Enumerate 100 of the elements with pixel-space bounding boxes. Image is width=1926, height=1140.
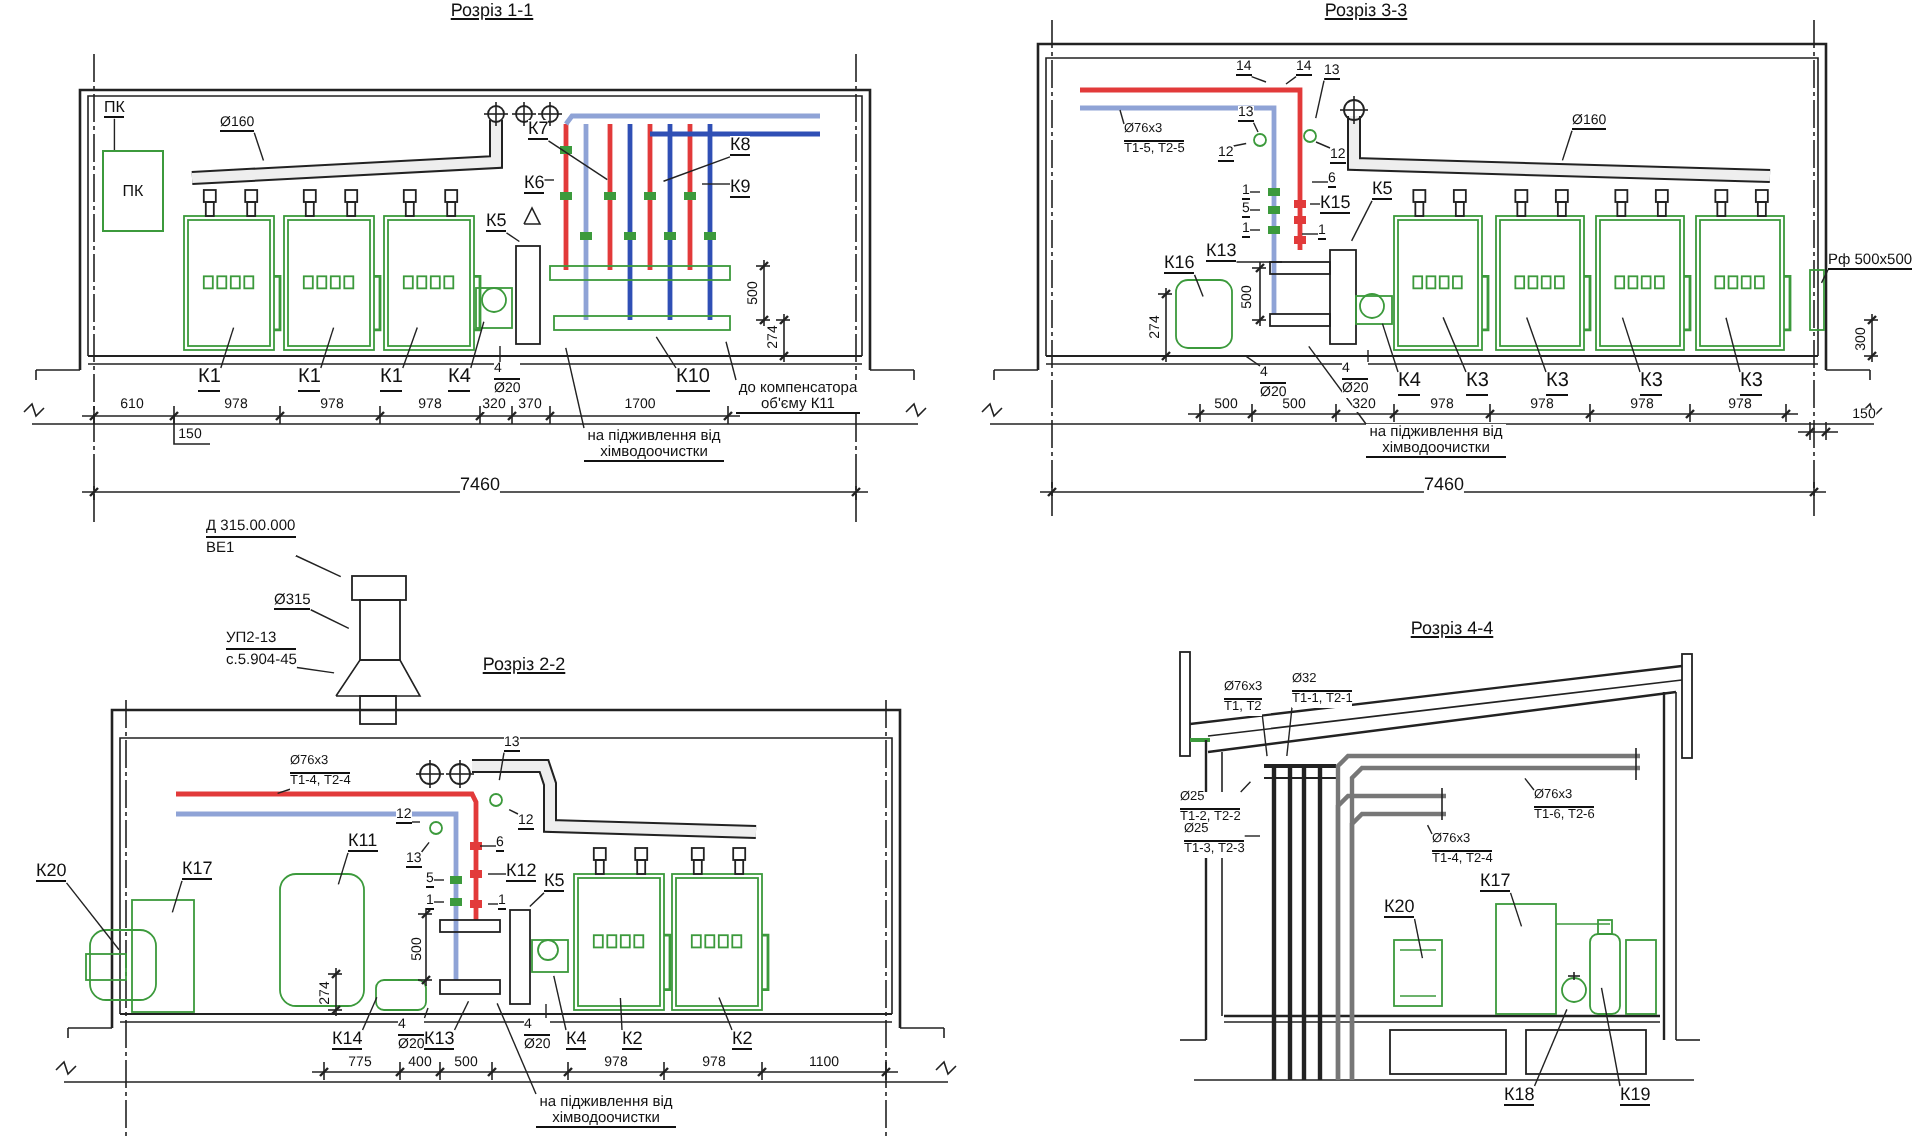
leader-line: [433, 901, 445, 903]
leader-line: [1252, 122, 1259, 133]
leader-line: [1381, 322, 1399, 373]
leader-line: [619, 997, 623, 1031]
cabinet-box: ПК: [102, 150, 164, 232]
leader-line: [1315, 80, 1325, 119]
leader-line: [402, 326, 418, 369]
callout-label: К20: [36, 862, 67, 883]
callout-label: К9: [730, 178, 751, 199]
leader-line: [1261, 714, 1268, 757]
leader-line: [113, 118, 116, 151]
section-title: Розріз 3-3: [1324, 2, 1408, 20]
leader-line: [1301, 233, 1319, 235]
leader-line: [505, 232, 521, 243]
callout-label: К10: [676, 368, 710, 391]
leader-line: [1232, 142, 1247, 147]
leader-line: [1725, 317, 1741, 373]
leader-line: [1426, 824, 1433, 835]
callout-label: К13: [1206, 242, 1237, 263]
leader-line: [320, 326, 335, 369]
leader-line: [470, 321, 485, 369]
leader-line: [1600, 987, 1621, 1087]
section-title: Розріз 2-2: [482, 656, 566, 674]
callout-label: К3: [1640, 372, 1663, 395]
callout-label: К20: [1384, 898, 1415, 919]
leader-line: [310, 609, 350, 630]
leader-line: [1509, 892, 1523, 928]
leader-line: [65, 882, 120, 951]
leader-line: [296, 666, 335, 674]
leader-line: [1524, 777, 1535, 791]
leader-line: [171, 880, 183, 914]
leader-line: [420, 841, 430, 853]
callout-label: К18: [1504, 1086, 1535, 1107]
dimension-label: 7460: [1423, 476, 1465, 494]
callout-label: К5: [486, 212, 507, 233]
section-title: Розріз 4-4: [1410, 620, 1494, 638]
callout-label: К16: [1164, 254, 1195, 275]
leader-line: [1311, 181, 1329, 183]
leader-line: [662, 156, 731, 182]
leader-line: [410, 821, 421, 823]
callout-label: К4: [448, 368, 471, 391]
leader-line: [1621, 316, 1641, 373]
leader-line: [498, 752, 505, 781]
leader-line: [1235, 261, 1283, 263]
callout-label: К1: [298, 368, 321, 391]
leader-line: [1249, 229, 1261, 231]
leader-line: [433, 879, 445, 881]
leader-line: [1526, 316, 1547, 373]
leader-line: [1193, 274, 1204, 298]
callout-label: К1: [380, 368, 403, 391]
leader-line: [655, 336, 677, 369]
leader-line: [453, 1000, 470, 1031]
callout-label: К2: [732, 1030, 753, 1051]
leader-line: [1350, 200, 1373, 242]
leader-line: [547, 140, 609, 181]
callout-label: К7: [528, 120, 549, 141]
leader-line: [487, 873, 507, 875]
callout-label: ПК: [104, 100, 125, 119]
leader-line: [701, 183, 731, 185]
leader-line: [553, 975, 567, 1031]
leader-line: [1413, 918, 1424, 959]
leader-line: [294, 554, 342, 578]
leader-line: [725, 341, 737, 381]
leader-line: [487, 903, 499, 905]
leader-line: [423, 1007, 429, 1019]
leader-line: [543, 179, 555, 181]
leader-line: [1442, 316, 1467, 373]
callout-label: К6: [524, 174, 545, 195]
callout-label: К12: [506, 862, 537, 883]
leader-line: [479, 845, 497, 847]
callout-label: К3: [1546, 372, 1569, 395]
leader-line: [718, 996, 733, 1031]
leader-line: [1820, 269, 1829, 284]
callout-label: К4: [1398, 372, 1421, 395]
leader-line: [253, 132, 265, 162]
leader-line: [1533, 1008, 1568, 1087]
section-title: Розріз 1-1: [450, 2, 534, 20]
callout-label: К13: [424, 1030, 455, 1051]
leader-line: [499, 345, 501, 363]
callout-label: К5: [1372, 180, 1393, 201]
leader-line: [1315, 141, 1331, 149]
callout-label: К2: [622, 1030, 643, 1051]
callout-label: К19: [1620, 1086, 1651, 1107]
callout-label: К3: [1466, 372, 1489, 395]
leader-line: [1308, 345, 1367, 425]
leader-line: [361, 996, 378, 1031]
callout-label: К17: [182, 860, 213, 881]
callout-label: К15: [1320, 194, 1351, 215]
callout-label: К17: [1480, 872, 1511, 893]
callout-label: К11: [348, 832, 378, 853]
leader-line: [1245, 355, 1261, 367]
leader-line: [545, 1003, 547, 1019]
callout-label: К1: [198, 368, 221, 391]
leader-line: [1286, 706, 1293, 757]
leader-line: [1309, 203, 1321, 205]
leader-line: [1119, 109, 1125, 125]
callout-label: К8: [730, 136, 751, 157]
leader-line: [1561, 130, 1573, 162]
leader-line: [508, 808, 519, 815]
leader-line: [1367, 349, 1369, 363]
